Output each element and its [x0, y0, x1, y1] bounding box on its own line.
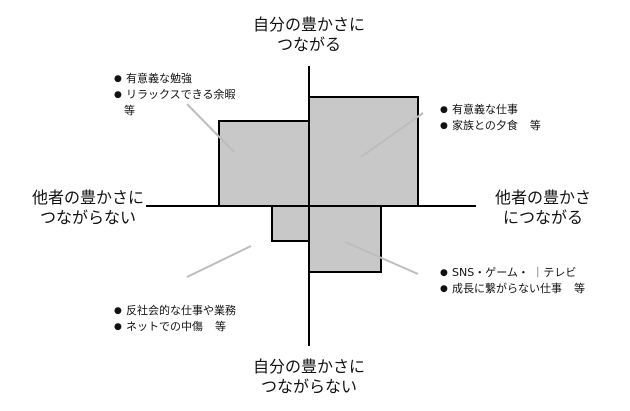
note-item: 反社会的な仕事や業務 [114, 303, 236, 319]
axis-label-right: 他者の豊かさ につながる [494, 188, 591, 227]
note-item: 有意義な勉強 [114, 71, 235, 87]
leader-line-top-left [186, 103, 235, 153]
note-suffix: 等 [124, 104, 135, 117]
leader-line-bottom-right [344, 241, 419, 275]
note-item: ネットでの中傷 [126, 320, 203, 333]
note-suffix: 等 [529, 119, 541, 132]
note-suffix: 等 [215, 320, 226, 333]
axis-label-bottom: 自分の豊かさに つながらない [252, 357, 365, 396]
note-item: リラックスできる余暇 [114, 87, 235, 103]
leader-line-top-right [360, 112, 424, 158]
note-suffix: 等 [574, 282, 585, 295]
box-bottom-right [308, 205, 382, 273]
box-top-left [218, 120, 310, 207]
note-item: SNS・ゲーム・ ｜テレビ [440, 265, 585, 281]
note-item: 有意義な仕事 [440, 102, 541, 118]
leader-line-bottom-left [186, 245, 252, 278]
axis-label-left: 他者の豊かさに つながらない [31, 188, 144, 227]
note-item: 成長に繋がらない仕事 [452, 282, 562, 295]
note-item: 家族との夕食 [452, 119, 518, 132]
box-bottom-left [271, 205, 310, 242]
box-top-right [308, 96, 419, 207]
note-top-left: 有意義な勉強 リラックスできる余暇 等 [114, 71, 235, 118]
axis-label-top: 自分の豊かさに つながる [252, 15, 365, 54]
